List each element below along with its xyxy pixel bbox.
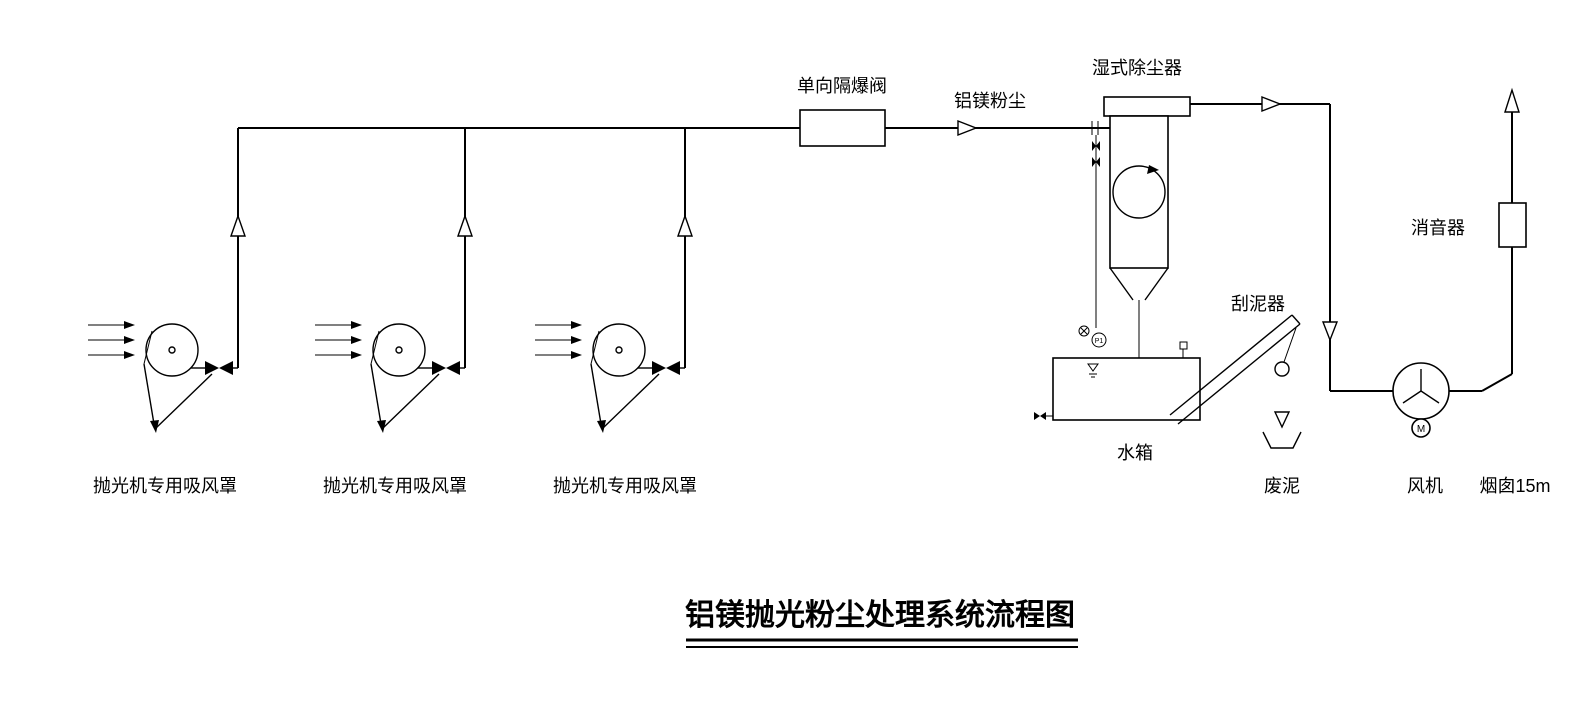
fan: M xyxy=(1392,362,1450,438)
flow-down-arrow-icon xyxy=(1321,321,1339,342)
label-hood-2: 抛光机专用吸风罩 xyxy=(323,476,467,496)
scrubber-body xyxy=(1109,115,1169,269)
flow-up-arrow-icon xyxy=(1504,87,1520,113)
fan-motor-icon xyxy=(1411,418,1431,438)
tank-body xyxy=(1052,357,1201,421)
fan-motor-tag: M xyxy=(1417,424,1425,435)
scraper-pulley-icon xyxy=(1274,361,1290,377)
valve-wheel-icon xyxy=(1078,325,1090,337)
scrubber-rotor-icon xyxy=(1112,165,1166,219)
label-fan: 风机 xyxy=(1407,476,1443,496)
fan-blades-icon xyxy=(1402,369,1440,404)
waste-bin-icon xyxy=(1262,431,1302,449)
scrubber-cap xyxy=(1103,96,1191,117)
mud-scraper xyxy=(1169,314,1302,449)
label-hood-3: 抛光机专用吸风罩 xyxy=(553,476,697,496)
label-water-tank: 水箱 xyxy=(1117,443,1153,463)
label-wet-scrubber: 湿式除尘器 xyxy=(1092,58,1182,78)
label-hood-1: 抛光机专用吸风罩 xyxy=(93,476,237,496)
label-chimney: 烟囱15m xyxy=(1479,476,1550,496)
label-waste-mud: 废泥 xyxy=(1264,476,1300,496)
explosion-valve-box xyxy=(799,109,886,147)
label-muffler: 消音器 xyxy=(1411,218,1465,238)
flow-right-arrow-icon xyxy=(957,119,978,137)
sludge-drop-arrow-icon xyxy=(1273,411,1291,429)
label-mud-scraper: 刮泥器 xyxy=(1231,294,1285,314)
pressure-gauge-icon xyxy=(1091,332,1107,348)
clean-gas-duct xyxy=(1190,95,1513,392)
chimney xyxy=(1498,87,1527,374)
wet-scrubber xyxy=(1091,96,1191,400)
muffler-box xyxy=(1498,202,1527,248)
main-duct xyxy=(238,119,1110,137)
water-level-icon xyxy=(1087,363,1099,378)
label-dust-flow: 铝镁粉尘 xyxy=(954,91,1026,111)
pressure-gauge-tag: P1 xyxy=(1095,338,1104,345)
drain-valve-icon xyxy=(1034,412,1053,420)
label-explosion-valve: 单向隔爆阀 xyxy=(797,76,887,96)
flow-right-arrow-icon xyxy=(1261,95,1282,113)
scrubber-instrument-line: P1 xyxy=(1078,135,1107,348)
page-title: 铝镁抛光粉尘处理系统流程图 xyxy=(685,598,1075,633)
